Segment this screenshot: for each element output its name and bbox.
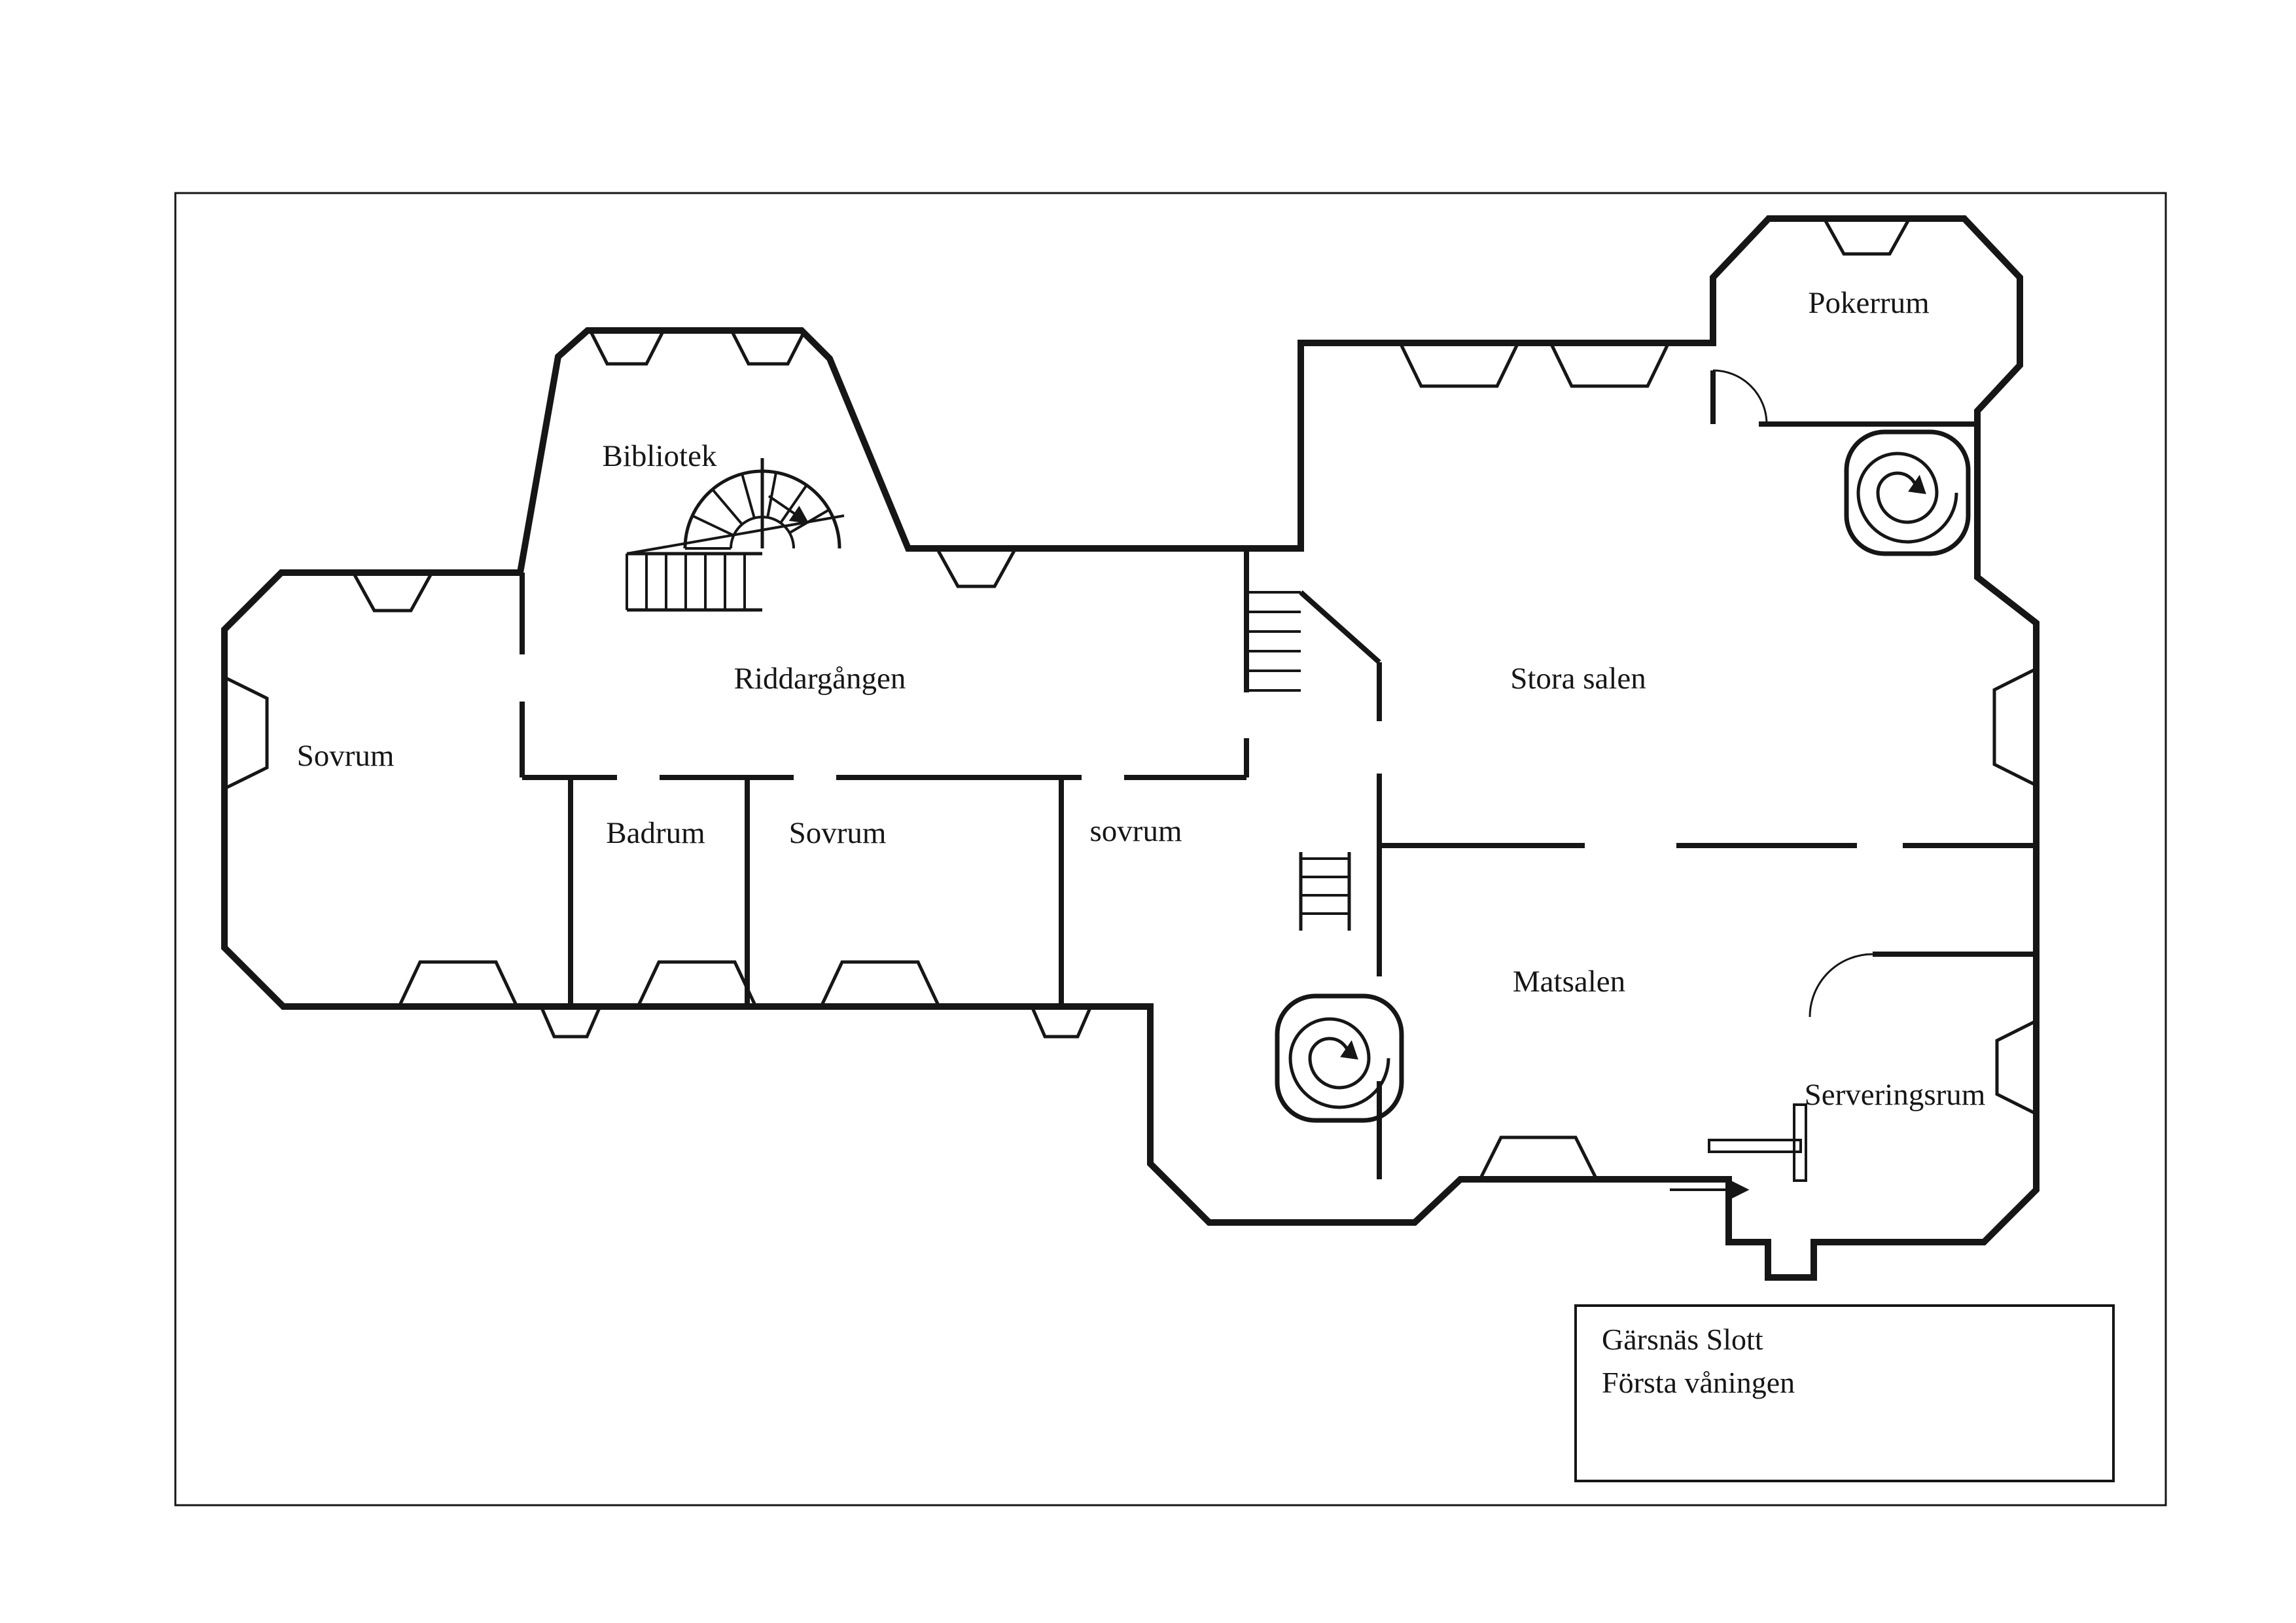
- title-block-border: [1574, 1304, 2115, 1482]
- door-arc-serveringsrum: [1809, 953, 1873, 1018]
- room-label-bibliotek: Bibliotek: [603, 439, 717, 473]
- interior-walls-east-block: [1299, 370, 2036, 1179]
- plan-border: [174, 192, 2167, 1507]
- window-bays: [223, 217, 2038, 1181]
- spiral-direction-arrow: [1340, 1040, 1358, 1060]
- main-staircase: [626, 458, 845, 612]
- room-label-badrum: Badrum: [606, 816, 705, 850]
- room-label-pokerrum: Pokerrum: [1808, 286, 1929, 320]
- room-label-sovrum-small: sovrum: [1090, 814, 1182, 848]
- spiral-direction-arrow: [1908, 474, 1926, 495]
- interior-walls-west-wing: [520, 548, 1249, 1007]
- room-label-serveringsrum: Serveringsrum: [1805, 1078, 1986, 1112]
- door-arc-pokerrum: [1712, 369, 1768, 425]
- room-label-sovrum-left: Sovrum: [297, 739, 395, 773]
- building-outline: [221, 215, 2040, 1281]
- room-label-sovrum-mid: Sovrum: [789, 816, 887, 850]
- connecting-staircase: [1246, 591, 1301, 692]
- spiral-staircase-matsalen: [1275, 993, 1404, 1123]
- small-staircase: [1299, 852, 1351, 931]
- room-label-riddargangen: Riddargången: [734, 662, 906, 696]
- room-label-matsalen: Matsalen: [1513, 965, 1625, 999]
- title-line-2: Första våningen: [1602, 1366, 1795, 1399]
- title-line-1: Gärsnäs Slott: [1602, 1323, 1763, 1356]
- serving-counter: [1670, 1103, 1807, 1199]
- room-label-stora-salen: Stora salen: [1510, 662, 1646, 696]
- stair-direction-arrow: [768, 495, 809, 524]
- spiral-staircase-pokerrum: [1844, 429, 1971, 556]
- title-block: Gärsnäs Slott Första våningen: [1574, 1304, 2115, 1482]
